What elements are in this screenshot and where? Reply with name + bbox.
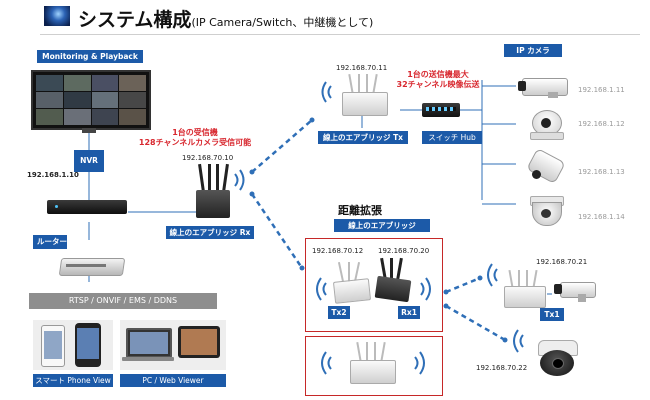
page-title: システム構成(IP Camera/Switch、中継機として)	[78, 5, 373, 32]
remote-wifi-icon	[487, 263, 498, 287]
camera-ip-3: 192.168.1.13	[578, 168, 625, 176]
switch-hub-device	[422, 103, 460, 117]
monitor-stand	[82, 128, 96, 133]
smartphone-1	[41, 325, 65, 367]
title-sub: (IP Camera/Switch、中継機として)	[191, 16, 374, 29]
remote-tx1-label: Tx1	[540, 308, 564, 321]
tx-wifi-icon	[321, 81, 332, 103]
remote-ip-1: 192.168.70.21	[536, 258, 588, 266]
relay-wifi-right-icon	[420, 277, 431, 301]
range-title: 距離拡張	[338, 204, 382, 217]
tx-caption-line2: 32チャンネル映像伝送	[396, 80, 480, 89]
relay-tx2-label: Tx2	[328, 306, 350, 319]
rx-label: 線上のエアブリッジ Rx	[166, 226, 254, 239]
relay-tx2-device	[330, 262, 372, 304]
tx-caption: 1台の送信機最大 32チャンネル映像伝送	[393, 70, 483, 90]
camera-dome-4	[524, 196, 568, 226]
camera-bullet-1	[518, 74, 568, 98]
rx-caption-line2: 128チャンネルカメラ受信可能	[138, 138, 252, 147]
nvr-device	[47, 200, 127, 214]
relay-ip-1: 192.168.70.12	[312, 247, 364, 255]
protocol-text: RTSP / ONVIF / EMS / DDNS	[68, 296, 178, 305]
pc-group	[120, 320, 226, 370]
rx-bridge-device	[194, 163, 234, 220]
rx-caption-line1: 1台の受信機	[172, 128, 218, 137]
pc-viewer-label: PC / Web Viewer	[120, 374, 226, 387]
monitoring-label: Monitoring & Playback	[37, 50, 143, 63]
relay-box	[305, 238, 443, 332]
camera-ip-1: 192.168.1.11	[578, 86, 625, 94]
tx-ip: 192.168.70.11	[336, 64, 388, 72]
smartphone-group	[33, 320, 113, 370]
relay-wifi-left-icon	[316, 277, 327, 301]
relay-rx1-device	[372, 257, 414, 304]
title-main: システム構成	[78, 9, 192, 31]
relay2-wifi-left-icon	[321, 351, 332, 375]
camera-grid	[36, 75, 146, 125]
nvr-ip: 192.168.1.10	[27, 171, 79, 179]
relay-box-2	[305, 336, 443, 396]
protocol-band: RTSP / ONVIF / EMS / DDNS	[29, 293, 217, 309]
nvr-label: NVR	[74, 150, 104, 172]
rx-caption: 1台の受信機 128チャンネルカメラ受信可能	[125, 128, 265, 148]
monitor-display	[31, 70, 151, 130]
router-label: ルーター	[33, 235, 67, 249]
remote-tx1-device	[500, 269, 546, 310]
remote-camera-bullet	[552, 278, 596, 306]
smartphone-view-label: スマート Phone View	[33, 374, 113, 387]
tx-bridge-device	[336, 73, 390, 116]
router-device	[58, 254, 126, 276]
relay-ip-2: 192.168.70.20	[378, 247, 430, 255]
rx-wifi-icon	[234, 169, 245, 191]
relay2-wifi-right-icon	[414, 351, 425, 375]
camera-bullet-3	[524, 147, 568, 186]
camera-ip-4: 192.168.1.14	[578, 213, 625, 221]
tx-label: 線上のエアブリッジ Tx	[318, 131, 408, 144]
range-label: 線上のエアブリッジ	[334, 219, 430, 232]
rx-ip: 192.168.70.10	[182, 154, 234, 162]
relay2-bridge-device	[346, 341, 396, 386]
remote-wifi-icon-2	[513, 329, 524, 353]
ip-camera-header: IP カメラ	[504, 44, 562, 57]
remote-ip-2: 192.168.70.22	[476, 364, 528, 372]
camera-ip-2: 192.168.1.12	[578, 120, 625, 128]
relay-rx1-label: Rx1	[398, 306, 420, 319]
smartphone-2	[75, 323, 101, 367]
laptop	[126, 328, 172, 358]
switch-label: スイッチ Hub	[422, 131, 482, 144]
camera-turret-2	[526, 110, 566, 142]
tablet	[178, 326, 220, 358]
remote-ptz-camera	[534, 338, 580, 378]
title-underline	[40, 34, 640, 35]
tx-caption-line1: 1台の送信機最大	[407, 70, 469, 79]
brand-logo	[44, 6, 70, 26]
